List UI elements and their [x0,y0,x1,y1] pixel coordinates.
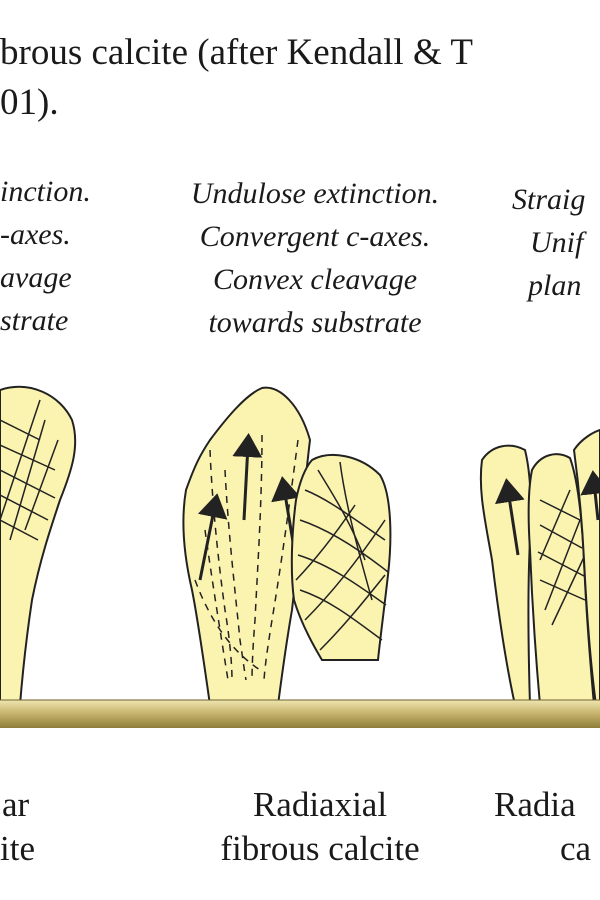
left-description-line: strate [0,304,69,337]
right-label: Radia ca [494,783,591,871]
right-crystal-1 [479,444,532,706]
center-label-line: Radiaxial [252,785,388,824]
right-crystal-cleavage [537,489,586,626]
left-crystal-cleavage [0,399,59,541]
center-label-line: fibrous calcite [220,829,420,868]
left-label: ar ite [0,783,35,871]
center-description-line: towards substrate [208,306,422,339]
left-description-line: -axes. [0,218,71,251]
figure-title-line-1: brous calcite (after Kendall & T [0,32,473,73]
right-label-line: ca [560,829,592,868]
right-label-line: Radia [494,785,576,824]
right-description-line: Straig [512,183,586,216]
right-description-line: plan [528,269,582,302]
left-label-line: ite [0,829,35,868]
figure-title-line-2: 01). [0,82,59,123]
center-description-line: Convergent c-axes. [199,220,431,253]
center-description-line: Undulose extinction. [190,177,440,210]
radiaxial-crystal-right [290,454,392,661]
left-description-line: inction. [0,175,91,208]
radiaxial-convex-cleavage [295,461,389,651]
left-label-line: ar [2,785,30,824]
center-description: Undulose extinction. Convergent c-axes. … [140,172,490,344]
substrate [0,700,600,728]
center-description-line: Convex cleavage [212,263,418,296]
left-description: inction. -axes. avage strate [0,170,91,342]
right-crystal-2 [527,453,596,706]
right-crystal-3 [572,428,600,706]
right-description: Straig Unif plan [512,178,585,307]
radiaxial-crystal-left [182,386,312,706]
right-description-line: Unif [530,226,584,259]
center-label: Radiaxial fibrous calcite [175,783,465,871]
left-crystal [0,385,77,706]
left-description-line: avage [0,261,72,294]
